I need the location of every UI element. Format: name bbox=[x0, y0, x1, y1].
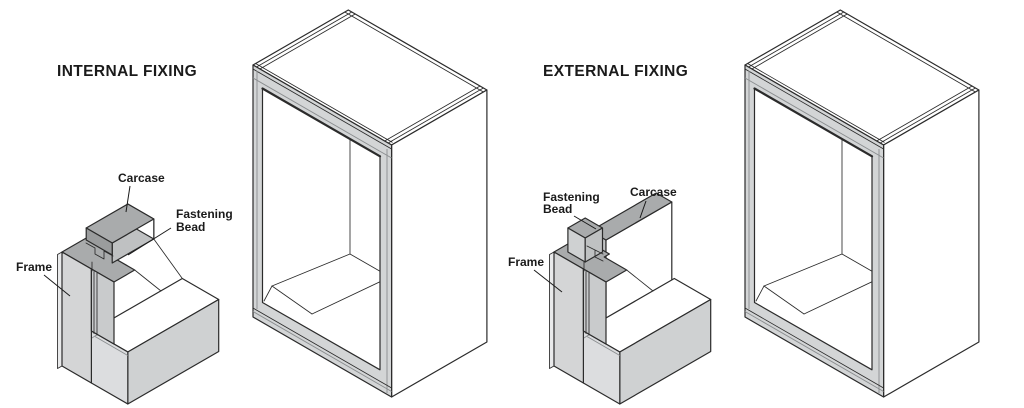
joint-detail-external bbox=[549, 192, 712, 405]
leader-line-frame bbox=[533, 269, 563, 293]
rebate-notch bbox=[85, 242, 114, 260]
label-carcase: Carcase bbox=[630, 185, 677, 199]
cabinet-external bbox=[745, 10, 979, 397]
joint-detail-internal bbox=[57, 203, 220, 405]
rail-moulding-line bbox=[94, 336, 129, 356]
frame-front-face bbox=[553, 251, 585, 384]
label-frame: Frame bbox=[16, 260, 52, 274]
rebate-notch bbox=[586, 245, 604, 262]
leader-line-carcase bbox=[125, 185, 131, 213]
section-title: EXTERNAL FIXING bbox=[543, 63, 688, 80]
inner-corner-line bbox=[153, 238, 183, 279]
cabinet-internal bbox=[253, 10, 487, 397]
inner-corner-line bbox=[626, 269, 654, 292]
label-carcase: Carcase bbox=[118, 171, 165, 185]
leader-line-fastening-bead bbox=[127, 227, 172, 256]
frame-left-sliver bbox=[57, 251, 63, 369]
label-frame: Frame bbox=[508, 255, 544, 269]
label-fastening-bead: Bead bbox=[176, 220, 205, 234]
frame-left-sliver bbox=[549, 251, 555, 369]
label-fastening-bead: Fastening bbox=[543, 190, 600, 204]
section-internal-fixing: INTERNAL FIXING Carc bbox=[16, 10, 487, 405]
leader-line-frame bbox=[43, 274, 71, 297]
label-fastening-bead: Fastening bbox=[176, 207, 233, 221]
rail-moulding-line bbox=[586, 336, 621, 356]
carcase-front-face bbox=[85, 227, 113, 256]
bead-strip-face bbox=[582, 268, 607, 345]
label-fastening-bead: Bead bbox=[543, 202, 572, 216]
inner-corner-line bbox=[134, 269, 162, 292]
section-external-fixing: EXTERNAL FIXING bbox=[508, 10, 1024, 405]
leader-line-carcase bbox=[639, 200, 647, 219]
section-title: INTERNAL FIXING bbox=[57, 63, 197, 80]
frame-front-face bbox=[61, 251, 93, 384]
leader-line-fastening-bead bbox=[573, 215, 597, 230]
bead-strip-face bbox=[90, 268, 115, 345]
fastening-bead-side-face bbox=[584, 227, 604, 263]
